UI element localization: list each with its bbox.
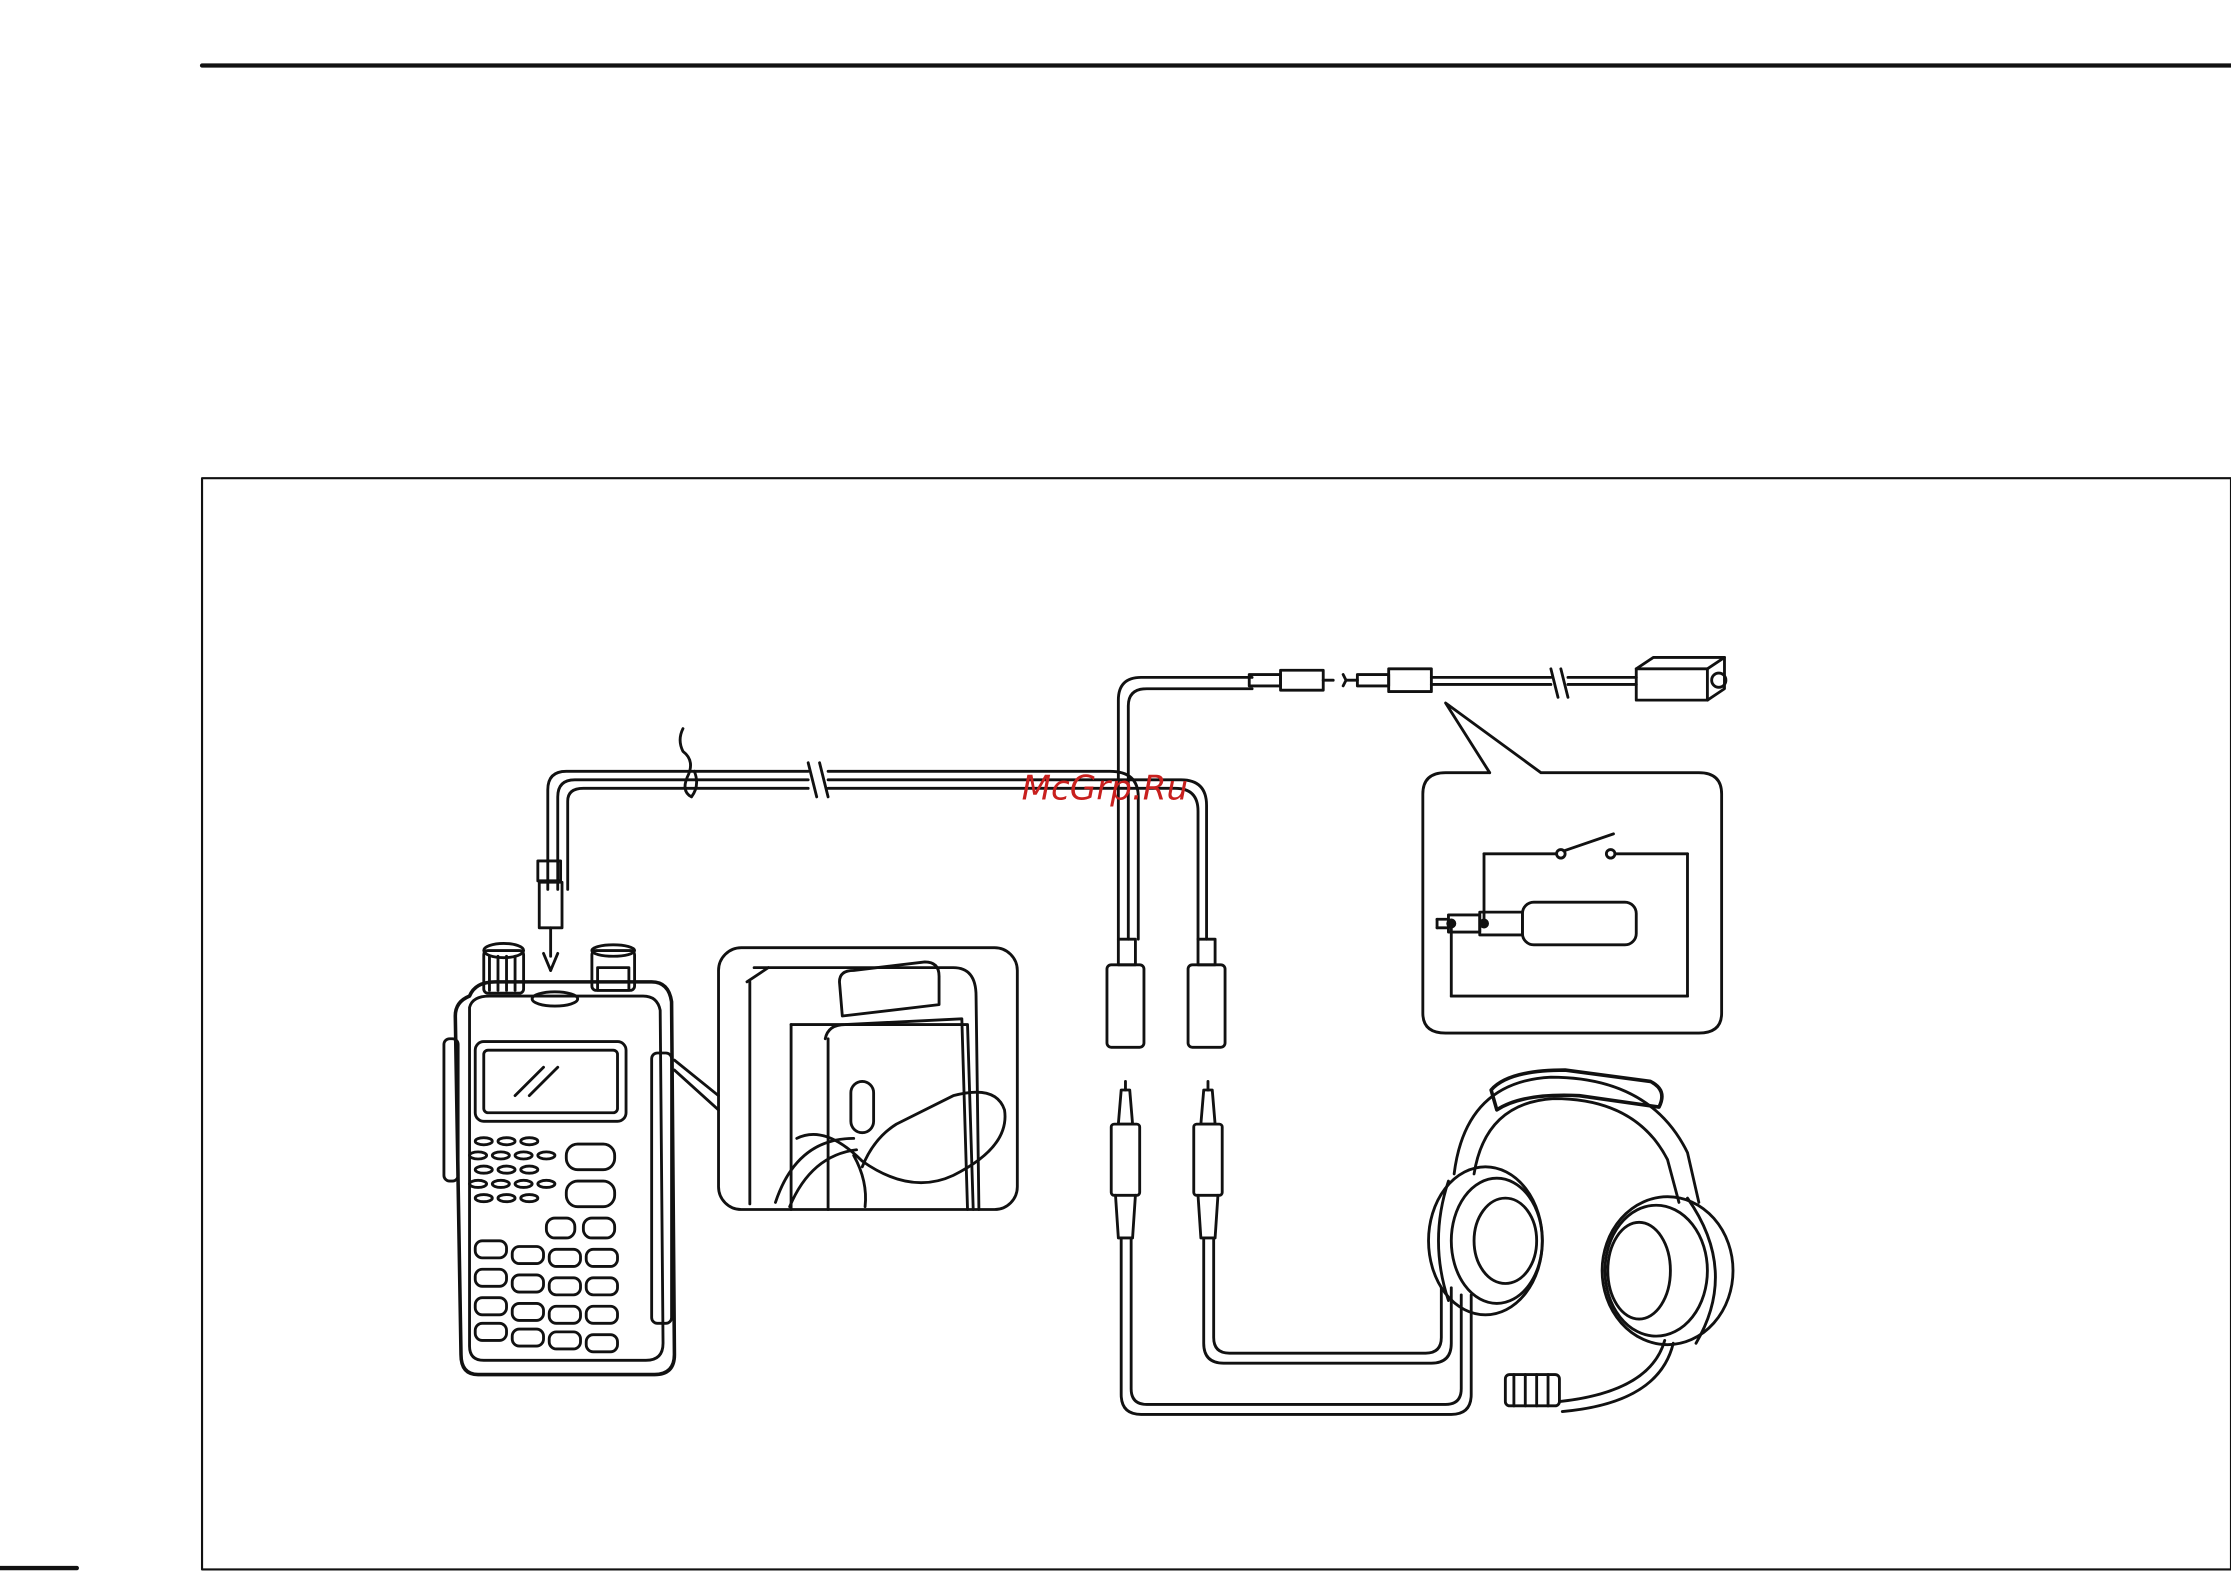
belt-clip-detail [719, 948, 1018, 1210]
cable-clip [680, 729, 697, 797]
headset-sockets [1107, 939, 1225, 1047]
headset-cables [1121, 1238, 1471, 1414]
headset-plugs [1111, 1081, 1222, 1238]
ptt-schematic-callout [1423, 703, 1722, 1033]
ptt-switch-cable [1343, 657, 1726, 700]
handheld-transceiver [444, 943, 674, 1374]
keypad [475, 1241, 617, 1352]
radio-cable [538, 729, 1207, 971]
aviation-headset [1429, 1070, 1733, 1411]
speaker-grill [470, 1138, 555, 1202]
watermark: McGrp.Ru [1022, 769, 1189, 809]
